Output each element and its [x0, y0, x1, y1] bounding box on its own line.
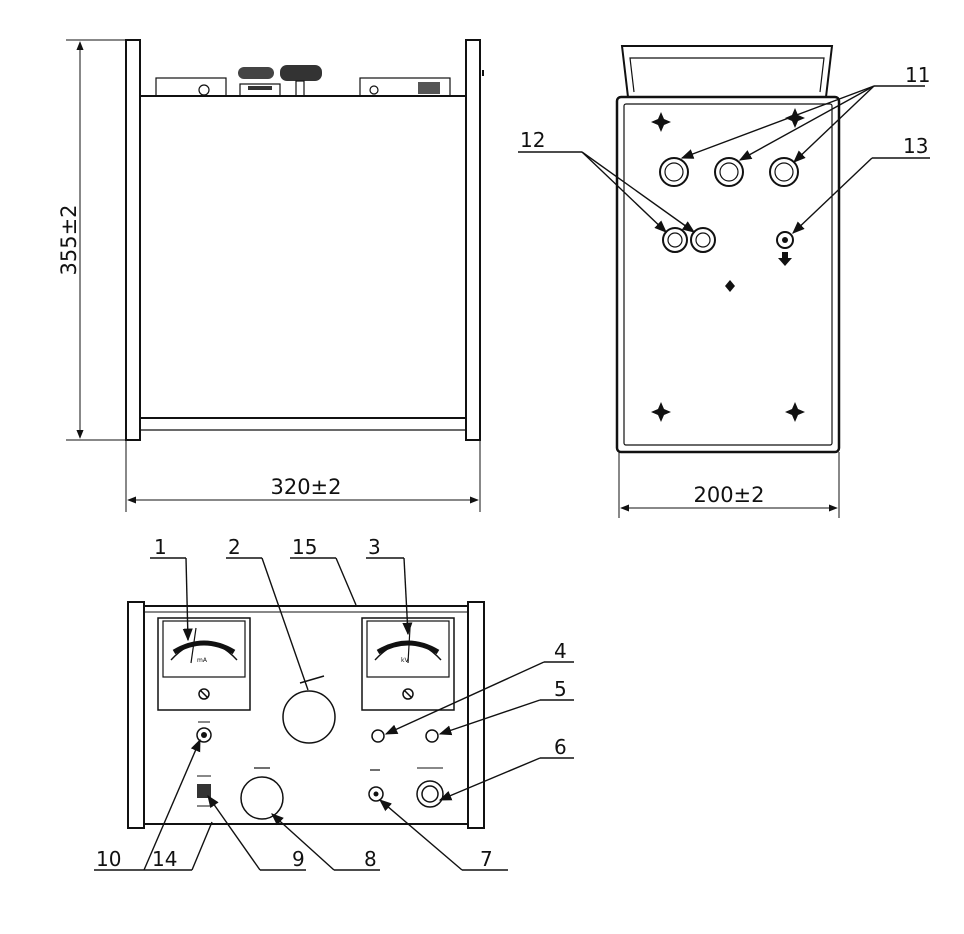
zero-adjust: [198, 688, 210, 700]
terminal: [196, 727, 212, 743]
screw-icon: [651, 402, 671, 422]
zero-adjust: [402, 688, 414, 700]
callout-15: 15: [292, 535, 317, 559]
voltage-meter: [361, 617, 455, 711]
callout-4: 4: [554, 639, 567, 663]
callout-9: 9: [292, 847, 305, 871]
right-meter-unit: kV: [401, 657, 409, 664]
callout-3: 3: [368, 535, 381, 559]
screw-icon: [785, 402, 805, 422]
output-socket: [714, 157, 744, 187]
rear-view: 11 12 13 200±2: [518, 45, 930, 518]
output-socket: [659, 157, 689, 187]
callout-2: 2: [228, 535, 241, 559]
front-view: mA kV: [94, 535, 574, 871]
depth-dimension: 200±2: [693, 483, 764, 507]
voltage-knob: [282, 690, 336, 744]
screw-icon: [785, 108, 805, 128]
current-meter: [157, 617, 251, 711]
power-switch: [197, 784, 211, 798]
screw-icon: [651, 112, 671, 132]
toggle-switch: [368, 786, 384, 802]
output-socket: [769, 157, 799, 187]
indicator-lamp: [371, 729, 385, 743]
callout-6: 6: [554, 735, 567, 759]
callout-12: 12: [520, 128, 545, 152]
fuse-holder: [416, 780, 444, 808]
ground-terminal: [776, 231, 794, 249]
callout-11: 11: [905, 63, 930, 87]
callout-10: 10: [96, 847, 121, 871]
side-view: 355±2 320±2: [57, 39, 484, 512]
width-dimension: 320±2: [270, 475, 341, 499]
screw-icon: [725, 280, 735, 292]
callout-1: 1: [154, 535, 167, 559]
input-socket: [690, 227, 716, 253]
timer-knob: [240, 776, 284, 820]
height-dimension: 355±2: [57, 204, 81, 275]
callout-7: 7: [480, 847, 493, 871]
ground-arrow-icon: [778, 252, 792, 266]
indicator-lamp: [425, 729, 439, 743]
input-socket: [662, 227, 688, 253]
callout-8: 8: [364, 847, 377, 871]
callout-5: 5: [554, 677, 567, 701]
left-meter-unit: mA: [197, 657, 208, 664]
callout-14: 14: [152, 847, 177, 871]
callout-13: 13: [903, 134, 928, 158]
